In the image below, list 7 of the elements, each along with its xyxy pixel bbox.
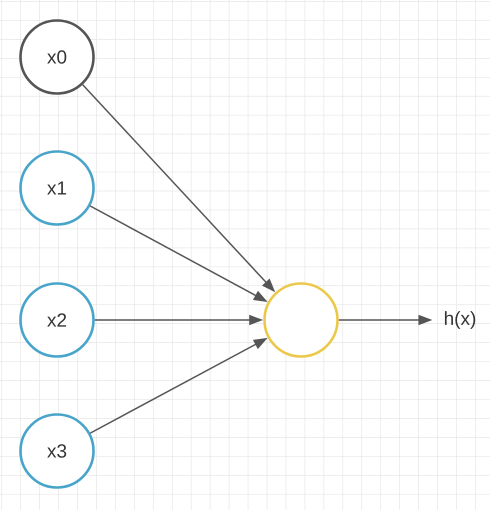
circle-node: x2 <box>19 282 95 358</box>
circle-node: x0 <box>19 19 95 95</box>
output-label: h(x) <box>444 311 476 329</box>
circle-node: x3 <box>19 413 95 489</box>
circle-node: x1 <box>19 150 95 226</box>
node-label: x3 <box>47 444 66 458</box>
circle-node <box>263 282 339 358</box>
